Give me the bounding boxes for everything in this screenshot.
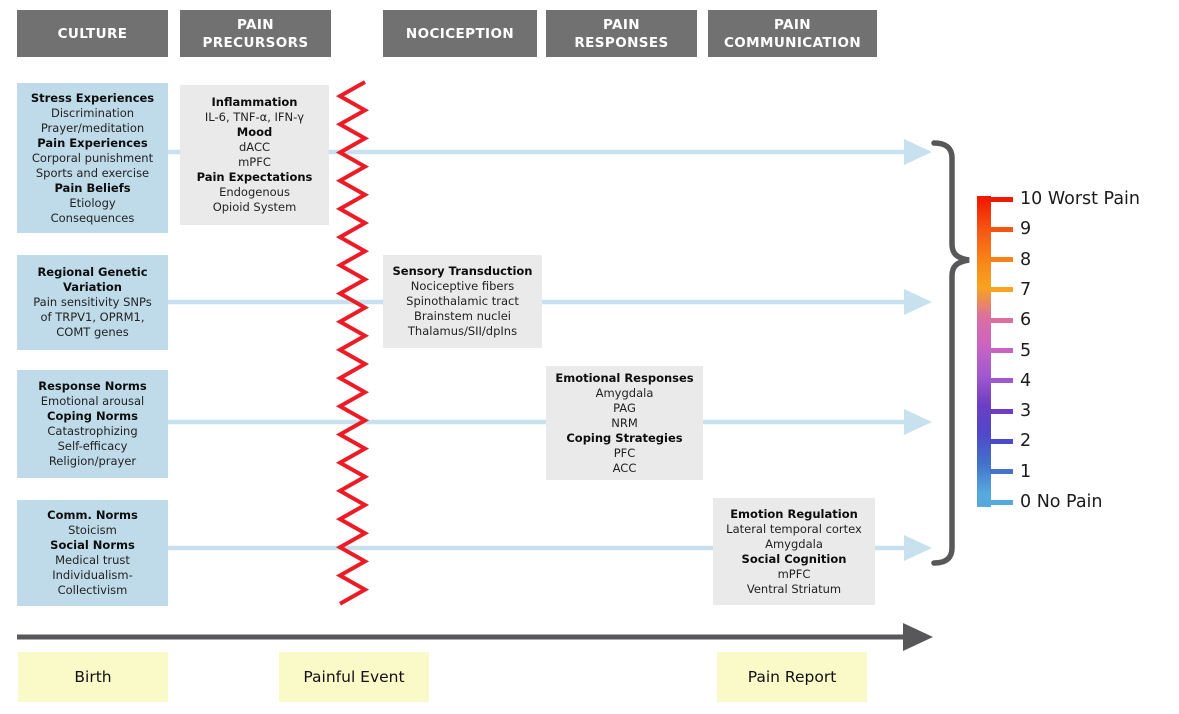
box-subheading: Coping Norms — [47, 409, 138, 423]
box-line: PAG — [613, 400, 636, 415]
stage-header-pain-communication: PAIN COMMUNICATION — [708, 10, 877, 57]
pain-scale-tick-10 — [990, 196, 1013, 202]
box-line: Medical trust — [55, 553, 130, 567]
pain-scale-label-6: 6 — [1020, 310, 1032, 331]
box-line: Ventral Striatum — [746, 581, 842, 596]
pain-scale-label-1: 1 — [1020, 461, 1032, 482]
pain-scale-tick-0 — [990, 499, 1013, 505]
pain-scale-label-7: 7 — [1020, 279, 1032, 300]
pain-scale-label-10: 10 Worst Pain — [1020, 189, 1140, 209]
box-line: Consequences — [50, 210, 135, 225]
box-line: Brainstem nuclei — [414, 309, 511, 323]
milestone-birth: Birth — [18, 652, 168, 702]
box-subheading: Variation — [63, 280, 122, 294]
box-subheading: Coping Strategies — [566, 430, 683, 445]
box-line: Prayer/meditation — [40, 120, 145, 135]
box-subheading: Social Cognition — [741, 551, 847, 566]
box-line: Spinothalamic tract — [406, 294, 519, 308]
box-line: Endogenous — [219, 185, 290, 199]
box-line: Amygdala — [765, 536, 823, 551]
box-line: NRM — [611, 415, 638, 430]
box-line: of TRPV1, OPRM1, — [40, 310, 145, 324]
box-line: ACC — [612, 460, 637, 475]
box-line: Discrimination — [50, 105, 135, 120]
pain-scale-tick-2 — [990, 438, 1013, 444]
box-line: Sports and exercise — [35, 165, 150, 180]
pathway-arrow-2 — [168, 289, 932, 315]
box-subheading: Regional Genetic — [37, 265, 148, 279]
box-subheading: Mood — [236, 125, 273, 139]
box-subheading: Pain Experiences — [37, 135, 148, 150]
pain-scale-tick-1 — [990, 469, 1013, 475]
stage-header-pain-precursors: PAIN PRECURSORS — [180, 10, 331, 57]
box-subheading: Emotional Responses — [555, 370, 694, 385]
box-line: Lateral temporal cortex — [726, 521, 862, 536]
pain-scale-label-8: 8 — [1020, 249, 1032, 270]
box-line: IL-6, TNF-α, IFN-γ — [204, 110, 305, 124]
stage-header-pain-responses: PAIN RESPONSES — [546, 10, 697, 57]
box-line: Pain sensitivity SNPs — [33, 295, 152, 309]
box-subheading: Emotion Regulation — [730, 506, 858, 521]
box-line: Stoicism — [68, 523, 117, 537]
box-line: Religion/prayer — [48, 454, 137, 468]
box-line: dACC — [238, 140, 271, 154]
pain-scale-label-3: 3 — [1020, 401, 1032, 422]
pain-scale-label-5: 5 — [1020, 340, 1032, 361]
pain-scale-tick-8 — [990, 257, 1013, 263]
box-line: Emotional arousal — [40, 394, 145, 408]
box-line: Catastrophizing — [47, 424, 138, 438]
box-line: COMT genes — [56, 325, 129, 339]
box-line: PFC — [613, 445, 636, 460]
pain-scale-label-4: 4 — [1020, 370, 1032, 391]
box-subheading: Social Norms — [50, 538, 135, 552]
box-line: Corporal punishment — [31, 150, 154, 165]
curly-brace — [931, 140, 970, 566]
box-line: Self-efficacy — [57, 439, 128, 453]
box-line: mPFC — [777, 566, 811, 581]
pain-scale-tick-6 — [990, 317, 1013, 323]
box-subheading: Stress Experiences — [30, 90, 155, 105]
box-line: Collectivism — [57, 583, 128, 597]
painful-event-zigzag — [335, 80, 370, 606]
box-subheading: Response Norms — [38, 379, 147, 393]
box-line: Etiology — [69, 195, 116, 210]
pain-scale-tick-4 — [990, 378, 1013, 384]
box-line: Individualism- — [52, 568, 133, 582]
box-line: Nociceptive fibers — [410, 279, 515, 293]
box-line: Thalamus/SII/dpIns — [407, 324, 518, 338]
box-line: mPFC — [238, 155, 271, 169]
stage-header-culture: CULTURE — [17, 10, 168, 57]
box-subheading: Comm. Norms — [47, 508, 138, 522]
pain-scale-label-9: 9 — [1020, 219, 1032, 240]
milestone-painful-event: Painful Event — [279, 652, 429, 702]
box-subheading: Sensory Transduction — [392, 264, 533, 278]
stage-header-nociception: NOCICEPTION — [383, 10, 537, 57]
box-subheading: Inflammation — [211, 95, 298, 109]
pain-rating-scale: 10 Worst Pain 9 8 7 6 5 4 3 2 1 0 No Pain — [977, 190, 1177, 516]
box-subheading: Pain Expectations — [196, 170, 313, 184]
pain-scale-tick-9 — [990, 226, 1013, 232]
milestone-pain-report: Pain Report — [717, 652, 867, 702]
timeline-arrow — [17, 623, 933, 651]
pain-scale-tick-3 — [990, 408, 1013, 414]
box-line: Amygdala — [595, 385, 654, 400]
pain-scale-tick-5 — [990, 348, 1013, 353]
box-line: Opioid System — [212, 200, 297, 214]
pain-scale-label-2: 2 — [1020, 431, 1032, 452]
pain-scale-label-0: 0 No Pain — [1020, 492, 1103, 512]
pain-scale-tick-7 — [990, 287, 1013, 293]
pain-scale-gradient-bar — [977, 196, 991, 507]
box-subheading: Pain Beliefs — [54, 180, 131, 195]
